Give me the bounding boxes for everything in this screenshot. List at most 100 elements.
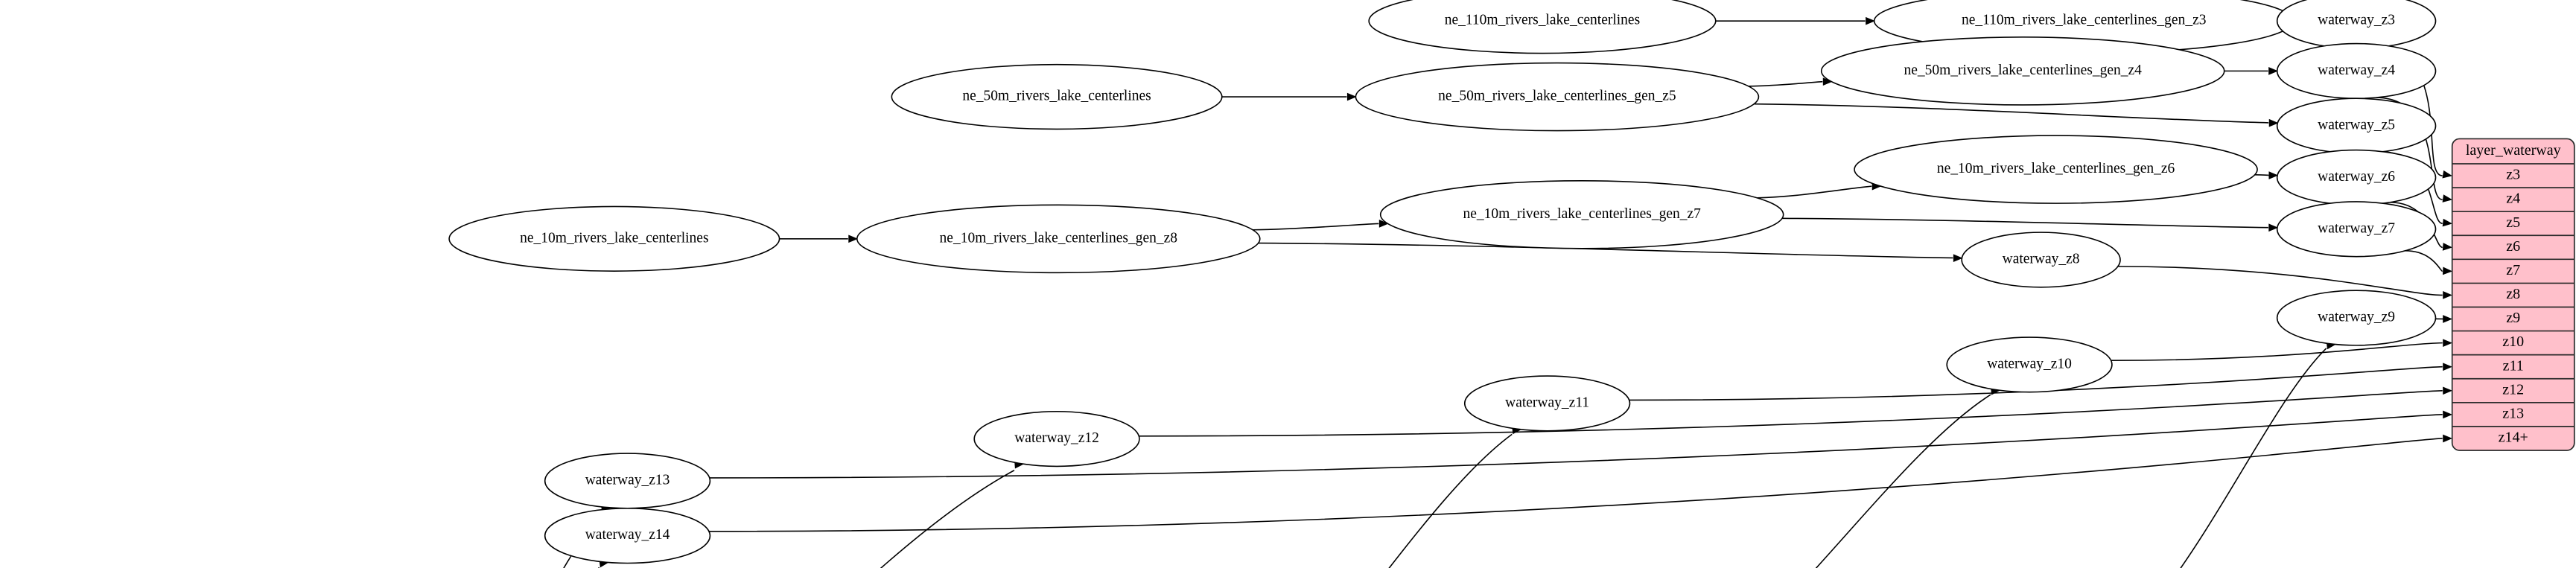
node-ne_10m_rivers_lake_centerlines[interactable]: ne_10m_rivers_lake_centerlines (448, 205, 780, 272)
layer-waterway-table: layer_waterway z3 z4 z5 z6 z7 z8 z9 z10 z11 z12 z13… (2451, 138, 2575, 451)
edge-arrowhead (2442, 194, 2452, 202)
node-shape-ne_50m_rivers_lake_centerlines (891, 63, 1223, 130)
node-shape-ne_10m_rivers_lake_centerlines (448, 205, 780, 272)
layer-table-row-z9[interactable]: z9 (2506, 310, 2520, 326)
edge-arrowhead (2442, 243, 2452, 251)
node-waterway_z10[interactable]: waterway_z10 (1946, 336, 2113, 393)
edge-arrowhead (2268, 67, 2278, 75)
edge-osm_important_waterway_linestring_gen_z11-to-waterway_z11 (1388, 433, 1513, 568)
edge-waterway_z14-to-layer_z14 (709, 438, 2443, 532)
edge-arrowhead (2443, 410, 2452, 419)
node-waterway_z13[interactable]: waterway_z13 (544, 453, 711, 509)
layer-table-row-z6[interactable]: z6 (2506, 238, 2520, 255)
node-shape-waterway_z9 (2276, 290, 2437, 346)
node-waterway_z12[interactable]: waterway_z12 (973, 410, 1140, 468)
node-shape-waterway_z11 (1463, 375, 1631, 432)
node-shape-waterway_z12 (973, 410, 1140, 468)
node-waterway_z11[interactable]: waterway_z11 (1463, 375, 1631, 432)
node-shape-ne_50m_rivers_lake_centerlines_gen_z5 (1355, 62, 1760, 132)
node-label-waterway_z6: waterway_z6 (2318, 169, 2395, 185)
node-shape-waterway_z7 (2276, 201, 2437, 258)
edge-waterway_z10-to-layer_z10 (2111, 342, 2443, 362)
node-shape-waterway_z10 (1946, 336, 2113, 393)
layer-table-header[interactable]: layer_waterway (2466, 142, 2561, 159)
edge-ne_10m_rivers_lake_centerlines_gen_z8-to-waterway_z8 (1258, 242, 1953, 259)
node-shape-ne_10m_rivers_lake_centerlines_gen_z6 (1854, 135, 2258, 204)
node-ne_110m_rivers_lake_centerlines[interactable]: ne_110m_rivers_lake_centerlines (1368, 0, 1717, 54)
node-shape-waterway_z8 (1961, 232, 2121, 288)
node-waterway_z8[interactable]: waterway_z8 (1961, 232, 2121, 288)
edge-arrowhead (2443, 315, 2452, 323)
node-label-waterway_z10: waterway_z10 (1987, 356, 2072, 371)
node-label-ne_10m_rivers_lake_centerlines_gen_z6: ne_10m_rivers_lake_centerlines_gen_z6 (1937, 161, 2175, 176)
node-ne_50m_rivers_lake_centerlines_gen_z5[interactable]: ne_50m_rivers_lake_centerlines_gen_z5 (1355, 62, 1760, 132)
layer-table-row-z12[interactable]: z12 (2502, 381, 2524, 398)
node-label-ne_50m_rivers_lake_centerlines_gen_z4: ne_50m_rivers_lake_centerlines_gen_z4 (1904, 63, 2142, 78)
node-ne_10m_rivers_lake_centerlines_gen_z7[interactable]: ne_10m_rivers_lake_centerlines_gen_z7 (1379, 179, 1784, 249)
edge-waterway_z7-to-layer_z7 (2405, 250, 2443, 272)
node-waterway_z5[interactable]: waterway_z5 (2276, 98, 2437, 154)
node-waterway_z7[interactable]: waterway_z7 (2276, 201, 2437, 258)
edge-ne_50m_rivers_lake_centerlines_gen_z5-to-ne_50m_rivers_lake_centerlines_gen_z4 (1748, 80, 1823, 87)
layer-table-row-z5[interactable]: z5 (2506, 214, 2520, 231)
node-ne_50m_rivers_lake_centerlines_gen_z4[interactable]: ne_50m_rivers_lake_centerlines_gen_z4 (1820, 36, 2225, 106)
node-label-ne_10m_rivers_lake_centerlines_gen_z8: ne_10m_rivers_lake_centerlines_gen_z8 (940, 230, 1177, 246)
edge-ne_10m_rivers_lake_centerlines_gen_z6-to-waterway_z6 (2254, 173, 2270, 176)
node-label-waterway_z5: waterway_z5 (2318, 118, 2395, 133)
edge-arrowhead (2443, 291, 2452, 299)
node-label-waterway_z13: waterway_z13 (585, 472, 670, 488)
node-label-ne_10m_rivers_lake_centerlines: ne_10m_rivers_lake_centerlines (520, 230, 708, 246)
edge-waterway_z8-to-layer_z8 (2117, 266, 2443, 296)
layer-table-outline (2451, 138, 2575, 451)
node-ne_50m_rivers_lake_centerlines[interactable]: ne_50m_rivers_lake_centerlines (891, 63, 1223, 130)
edge-arrowhead (2442, 267, 2452, 275)
layer-table-row-z7[interactable]: z7 (2506, 262, 2520, 278)
node-waterway_z4[interactable]: waterway_z4 (2276, 42, 2437, 100)
edge-osm_important_waterway_linestring_gen_z9-to-waterway_z9 (2180, 348, 2327, 568)
layer-table-row-z14plus[interactable]: z14+ (2499, 430, 2528, 446)
node-label-waterway_z12: waterway_z12 (1014, 430, 1099, 446)
node-label-ne_110m_rivers_lake_centerlines_gen_z3: ne_110m_rivers_lake_centerlines_gen_z3 (1962, 13, 2207, 28)
node-shape-ne_10m_rivers_lake_centerlines_gen_z8 (856, 204, 1261, 274)
layer-table-row-z4[interactable]: z4 (2506, 191, 2520, 207)
node-label-ne_10m_rivers_lake_centerlines_gen_z7: ne_10m_rivers_lake_centerlines_gen_z7 (1463, 206, 1701, 222)
edge-arrowhead (2443, 386, 2452, 395)
edge-arrowhead (2268, 118, 2279, 127)
layer-table-row-z11[interactable]: z11 (2503, 357, 2524, 374)
edge-arrowhead (2443, 363, 2452, 371)
node-waterway_z9[interactable]: waterway_z9 (2276, 290, 2437, 346)
edge-ne_10m_rivers_lake_centerlines_gen_z7-to-ne_10m_rivers_lake_centerlines_gen_z6 (1757, 185, 1872, 199)
layer-table-row-z10[interactable]: z10 (2502, 334, 2524, 350)
edge-osm_waterway_linestring-to-waterway_z12 (880, 470, 1015, 568)
edge-arrowhead (1953, 254, 1963, 263)
node-label-waterway_z11: waterway_z11 (1505, 395, 1589, 410)
node-label-waterway_z7: waterway_z7 (2318, 220, 2395, 236)
node-shape-ne_110m_rivers_lake_centerlines (1368, 0, 1717, 54)
edge-arrowhead (2268, 171, 2279, 179)
edge-arrowhead (848, 234, 859, 243)
layer-table-row-z13[interactable]: z13 (2502, 405, 2524, 421)
edge-arrowhead (1866, 16, 1875, 25)
layer-table-row-z8[interactable]: z8 (2506, 286, 2520, 302)
node-waterway_z14[interactable]: waterway_z14 (544, 507, 711, 564)
node-label-waterway_z14: waterway_z14 (585, 527, 670, 543)
edge-ne_10m_rivers_lake_centerlines_gen_z8-to-ne_10m_rivers_lake_centerlines_gen_z7 (1253, 223, 1379, 231)
edge-arrowhead (2442, 218, 2452, 227)
edge-arrowhead (1346, 92, 1357, 101)
layer-table-row-z3[interactable]: z3 (2506, 167, 2520, 183)
edge-arrowhead (2442, 170, 2452, 179)
edge-waterway_z11-to-layer_z11 (1629, 366, 2443, 401)
edge-waterway_z13-to-layer_z13 (709, 414, 2443, 479)
node-label-waterway_z9: waterway_z9 (2318, 309, 2395, 325)
node-ne_10m_rivers_lake_centerlines_gen_z6[interactable]: ne_10m_rivers_lake_centerlines_gen_z6 (1854, 135, 2258, 204)
node-waterway_z3[interactable]: waterway_z3 (2276, 0, 2437, 49)
node-waterway_z6[interactable]: waterway_z6 (2276, 149, 2437, 206)
nodes-layer: imposm3osm_waterway_linestringosm_import… (448, 0, 2437, 564)
node-ne_10m_rivers_lake_centerlines_gen_z8[interactable]: ne_10m_rivers_lake_centerlines_gen_z8 (856, 204, 1261, 274)
edge-ne_10m_rivers_lake_centerlines_gen_z7-to-waterway_z7 (1782, 217, 2268, 229)
node-label-ne_50m_rivers_lake_centerlines: ne_50m_rivers_lake_centerlines (962, 89, 1151, 104)
node-label-waterway_z4: waterway_z4 (2318, 63, 2395, 78)
node-label-waterway_z8: waterway_z8 (2003, 251, 2080, 267)
node-shape-waterway_z14 (544, 507, 711, 564)
